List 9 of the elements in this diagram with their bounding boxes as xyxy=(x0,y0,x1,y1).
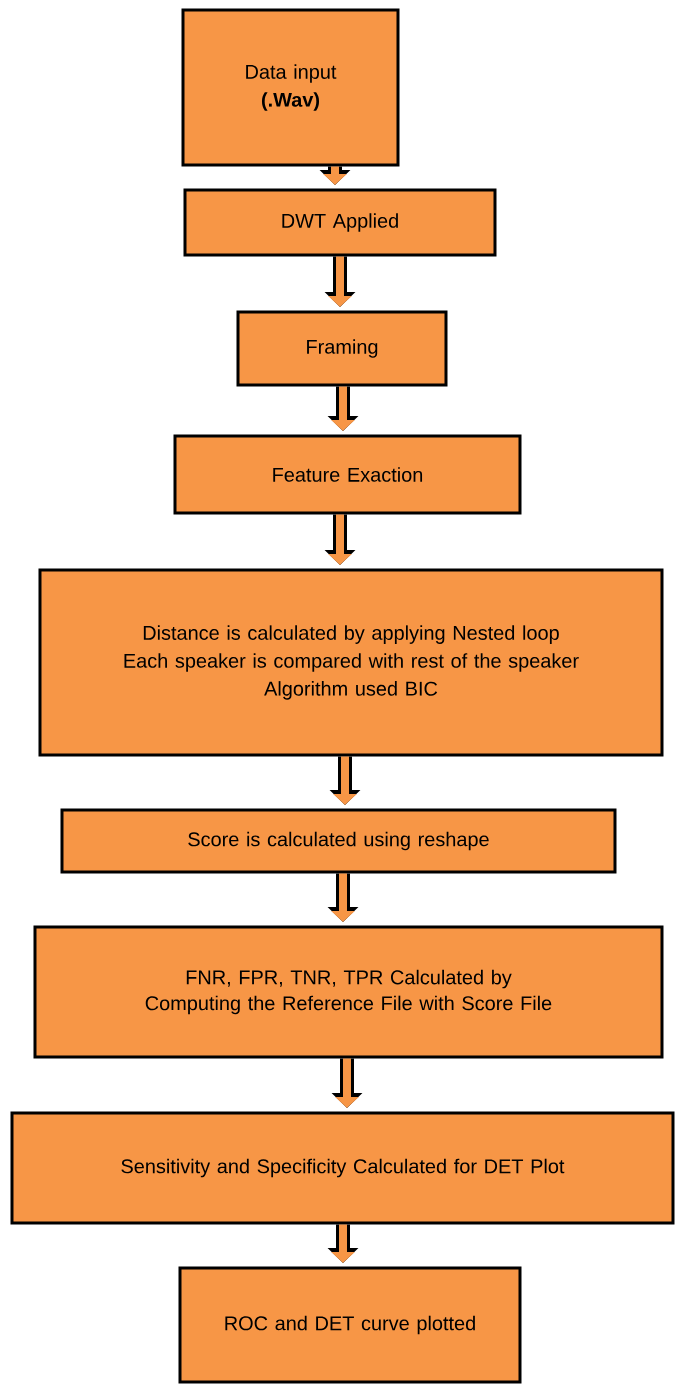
process-box: DWT Applied xyxy=(183,188,497,257)
process-box: Score is calculated using reshape xyxy=(60,808,617,874)
process-box: ROC and DET curve plotted xyxy=(178,1266,522,1384)
process-box: Data input (.Wav) xyxy=(181,8,400,167)
process-box: Sensitivity and Specificity Calculated for DET Plot xyxy=(10,1111,675,1225)
process-box: FNR, FPR, TNR, TPR Calculated by Computing the Reference File with Score File xyxy=(33,925,664,1059)
process-box: Framing xyxy=(236,310,448,387)
process-box: Distance is calculated by applying Nested loop Each speaker is compared with rest of the speaker Algorithm used BIC xyxy=(38,568,664,757)
process-box: Feature Exaction xyxy=(173,434,522,515)
